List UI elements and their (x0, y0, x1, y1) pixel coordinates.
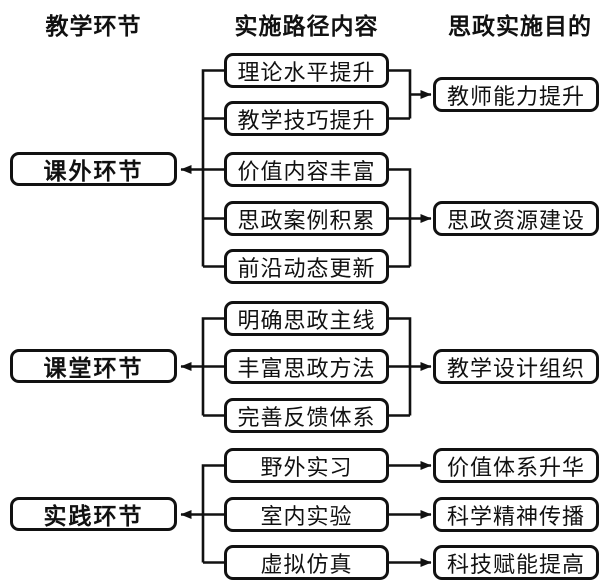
group2-right-bracket (389, 317, 412, 417)
path-box-virtual-simulation: 虚拟仿真 (224, 545, 389, 580)
goal-box-teaching-design: 教学设计组织 (433, 349, 599, 384)
goal-box-science-spirit: 科学精神传播 (433, 497, 599, 532)
group1a-right-bracket (389, 69, 412, 120)
path-box-case-accumulation: 思政案例积累 (224, 201, 389, 236)
path-box-value-content: 价值内容丰富 (224, 152, 389, 187)
path-box-frontier-update: 前沿动态更新 (224, 249, 389, 284)
goal-box-resource-building: 思政资源建设 (433, 201, 599, 236)
group1-left-bracket (201, 69, 224, 268)
goal-box-teacher-ability: 教师能力提升 (433, 77, 599, 112)
path-box-theory-level: 理论水平提升 (224, 53, 389, 88)
goal-box-value-sublimation: 价值体系升华 (433, 448, 599, 483)
group2-left-bracket (201, 317, 224, 417)
goal-box-tech-empowerment: 科技赋能提高 (433, 545, 599, 580)
path-box-clarify-mainline: 明确思政主线 (224, 301, 389, 336)
group3-left-bracket (201, 464, 224, 564)
stage-box-classroom: 课堂环节 (10, 349, 177, 383)
stage-box-practice: 实践环节 (10, 497, 177, 531)
column-header-implementation-path: 实施路径内容 (234, 13, 379, 39)
path-box-feedback-system: 完善反馈体系 (224, 398, 389, 433)
stage-box-extracurricular: 课外环节 (10, 152, 177, 186)
path-box-indoor-experiment: 室内实验 (224, 497, 389, 532)
path-box-enrich-methods: 丰富思政方法 (224, 349, 389, 384)
column-header-ideology-goal: 思政实施目的 (448, 13, 592, 39)
path-box-teaching-skill: 教学技巧提升 (224, 101, 389, 136)
group1b-right-bracket (389, 168, 412, 268)
column-header-teaching-stage: 教学环节 (45, 13, 142, 39)
path-box-field-practice: 野外实习 (224, 448, 389, 483)
